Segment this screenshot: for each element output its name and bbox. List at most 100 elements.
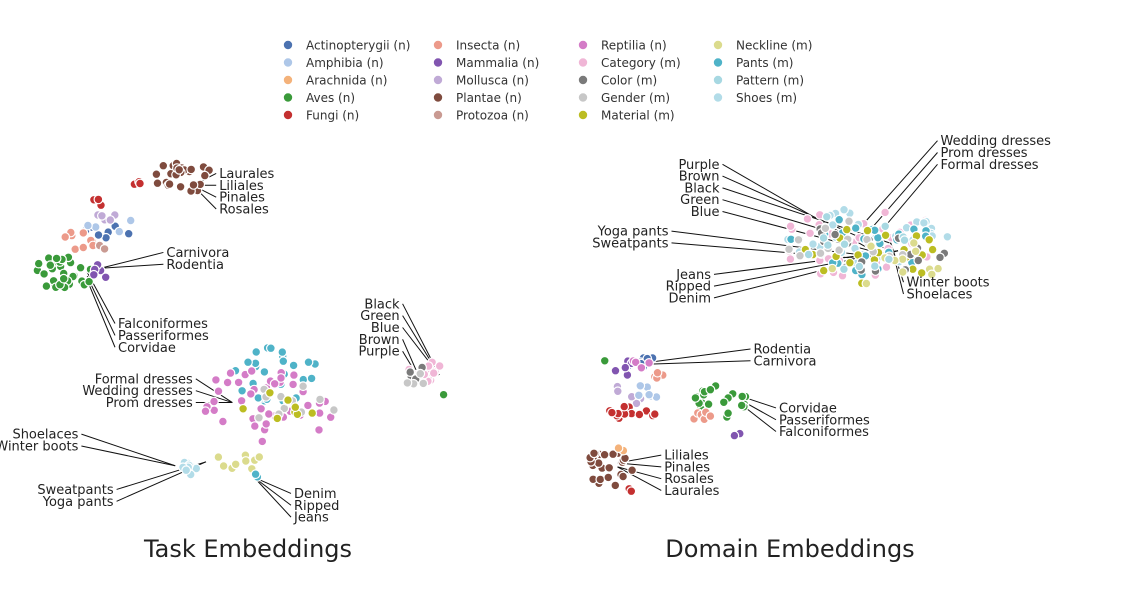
point-aves [58, 273, 69, 284]
point-aves [599, 355, 610, 366]
point-gender [418, 378, 429, 389]
point-gender [402, 378, 413, 388]
point-category [428, 368, 439, 379]
annotation-rosales: Rosales [664, 472, 714, 487]
legend-label-pattern: Pattern (m) [736, 74, 804, 88]
point-gender [298, 381, 309, 392]
point-fungi [649, 409, 660, 420]
point-pants [250, 469, 261, 480]
point-reptilia [314, 425, 324, 435]
point-gender [415, 368, 426, 379]
point-neckline [866, 241, 876, 252]
point-category [880, 207, 890, 218]
point-fungi [619, 401, 630, 412]
point-pattern [823, 240, 833, 251]
point-neckline [926, 269, 937, 280]
legend-marker-pants [713, 58, 723, 67]
legend-marker-insecta [433, 40, 443, 50]
point-reptilia [209, 396, 219, 407]
point-aves [84, 276, 94, 287]
point-plantae [175, 181, 186, 192]
point-neckline [908, 238, 919, 248]
annotation-green: Green [360, 309, 399, 324]
legend-marker-plantae [433, 93, 443, 102]
point-mammalia [100, 272, 111, 283]
annotation-shoelaces: Shoelaces [907, 287, 973, 302]
scatter-points [32, 158, 449, 482]
point-plantae [610, 480, 621, 491]
point-reptilia [256, 403, 267, 414]
point-arachnida [613, 443, 624, 454]
panel-title: Task Embeddings [143, 535, 352, 563]
point-shoes [919, 217, 929, 228]
point-neckline [910, 246, 921, 257]
legend-label-category: Category (m) [601, 56, 681, 70]
point-gender [815, 248, 826, 259]
point-reptilia [210, 375, 221, 385]
legend-marker-aves [283, 93, 293, 102]
legend-label-actinopterygii: Actinopterygii (n) [306, 39, 410, 53]
point-reptilia [257, 436, 268, 447]
legend-marker-pattern [713, 75, 723, 85]
point-mammalia [729, 430, 740, 441]
annotation-passeriformes: Passeriformes [118, 329, 209, 344]
annotation-passeriformes: Passeriformes [779, 413, 870, 428]
point-gender [254, 412, 264, 423]
point-amphibia [635, 380, 646, 391]
legend-label-protozoa: Protozoa (n) [456, 109, 529, 123]
point-aves [51, 253, 62, 264]
point-pants [278, 356, 289, 367]
annotation-pinales: Pinales [219, 191, 265, 206]
point-material [307, 408, 318, 419]
leader-corvidae [86, 279, 116, 348]
point-mammalia [610, 365, 621, 376]
annotation-formal-dresses: Formal dresses [95, 372, 193, 387]
annotation-shoelaces: Shoelaces [12, 428, 78, 443]
panel-title: Domain Embeddings [665, 535, 914, 563]
point-aves [736, 400, 747, 411]
point-gender [820, 223, 831, 234]
annotation-ripped: Ripped [666, 280, 711, 295]
point-fungi [634, 409, 645, 420]
annotation-prom-dresses: Prom dresses [941, 146, 1028, 161]
point-plantae [595, 474, 606, 485]
annotation-rodentia: Rodentia [166, 258, 224, 273]
point-plantae [174, 164, 185, 175]
leader-brown [722, 175, 882, 248]
annotation-laurales: Laurales [219, 167, 274, 182]
point-neckline [897, 254, 908, 265]
point-amphibia [114, 226, 125, 237]
legend-marker-mammalia [433, 58, 443, 67]
point-plantae [158, 160, 169, 171]
point-category [805, 228, 815, 239]
point-reptilia [289, 370, 299, 381]
point-material [841, 224, 852, 235]
leader-laurales [617, 466, 662, 491]
annotation-blue: Blue [691, 205, 720, 220]
legend-marker-category [578, 58, 588, 67]
annotation-labels: LauralesLilialesPinalesRosalesCarnivoraR… [0, 167, 400, 526]
point-aves [45, 260, 56, 271]
point-reptilia [261, 419, 272, 429]
point-aves [690, 393, 701, 403]
legend-label-mammalia: Mammalia (n) [456, 56, 539, 70]
point-plantae [627, 465, 637, 476]
legend-label-neckline: Neckline (m) [736, 39, 812, 53]
point-pattern [803, 249, 814, 260]
point-reptilia [236, 395, 247, 406]
point-insecta [70, 244, 81, 255]
legend-label-fungi: Fungi (n) [306, 109, 359, 123]
point-reptilia [636, 362, 647, 373]
point-fungi [607, 407, 617, 418]
point-reptilia [288, 379, 299, 390]
point-pants [288, 360, 299, 371]
point-pants [277, 347, 288, 358]
legend-marker-material [578, 110, 588, 120]
annotation-sweatpants: Sweatpants [37, 483, 114, 498]
point-shoes [181, 465, 192, 476]
legend-marker-amphibia [283, 58, 293, 67]
point-pattern [869, 261, 880, 272]
point-aves [703, 399, 714, 410]
annotation-purple: Purple [359, 345, 400, 360]
